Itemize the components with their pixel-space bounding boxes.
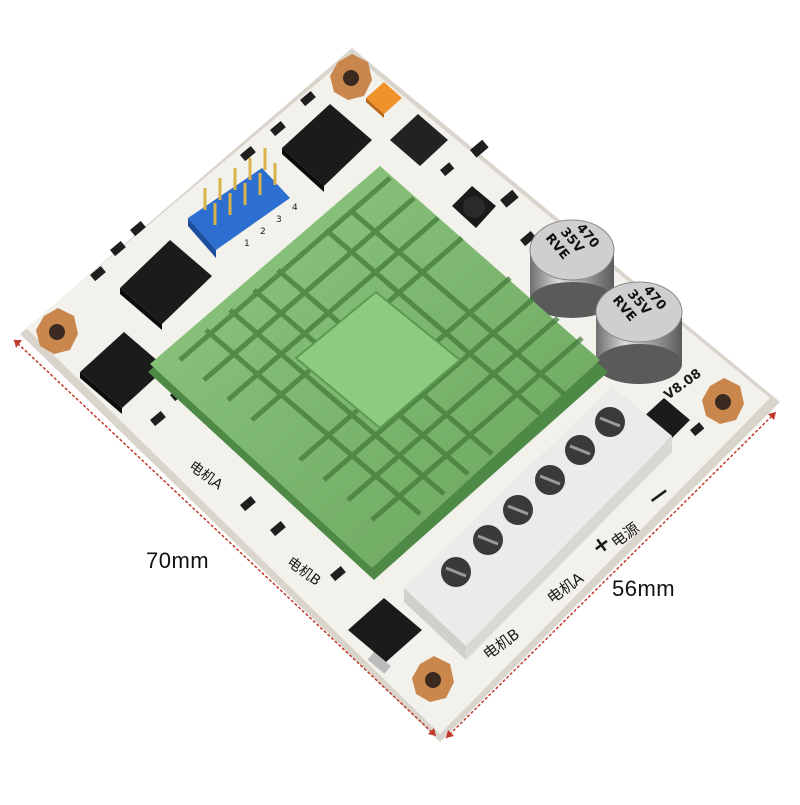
terminal-block bbox=[404, 386, 672, 660]
ic-chip-left-lower bbox=[80, 332, 166, 414]
ic-chip-top bbox=[282, 104, 372, 192]
heatsink bbox=[148, 166, 608, 580]
mosfet-bottom bbox=[348, 598, 422, 674]
dimension-height-label: 56mm bbox=[612, 576, 676, 601]
header-number-1: 1 bbox=[244, 239, 250, 249]
dimension-lines bbox=[13, 339, 777, 739]
ic-chip-left-upper bbox=[120, 240, 212, 330]
capacitor-1: RVE 35V 470 bbox=[529, 219, 615, 318]
terminal-screws bbox=[441, 407, 625, 587]
regulator-chip bbox=[390, 114, 448, 166]
mounting-hole-top bbox=[330, 54, 372, 100]
pin-header bbox=[188, 148, 290, 258]
mounting-hole-right bbox=[702, 378, 744, 424]
mounting-hole-left bbox=[36, 308, 78, 354]
smd-components bbox=[90, 91, 705, 582]
inductor bbox=[452, 186, 496, 228]
trimmer-potentiometer bbox=[366, 82, 402, 118]
mounting-hole-bottom bbox=[412, 656, 454, 702]
header-number-3: 3 bbox=[276, 215, 282, 225]
header-numbers: 1 2 3 4 bbox=[244, 203, 298, 249]
dimension-width-label: 70mm bbox=[146, 548, 210, 573]
header-number-2: 2 bbox=[260, 227, 266, 237]
capacitor-2: RVE 35V 470 bbox=[595, 281, 683, 384]
header-number-4: 4 bbox=[292, 203, 298, 213]
